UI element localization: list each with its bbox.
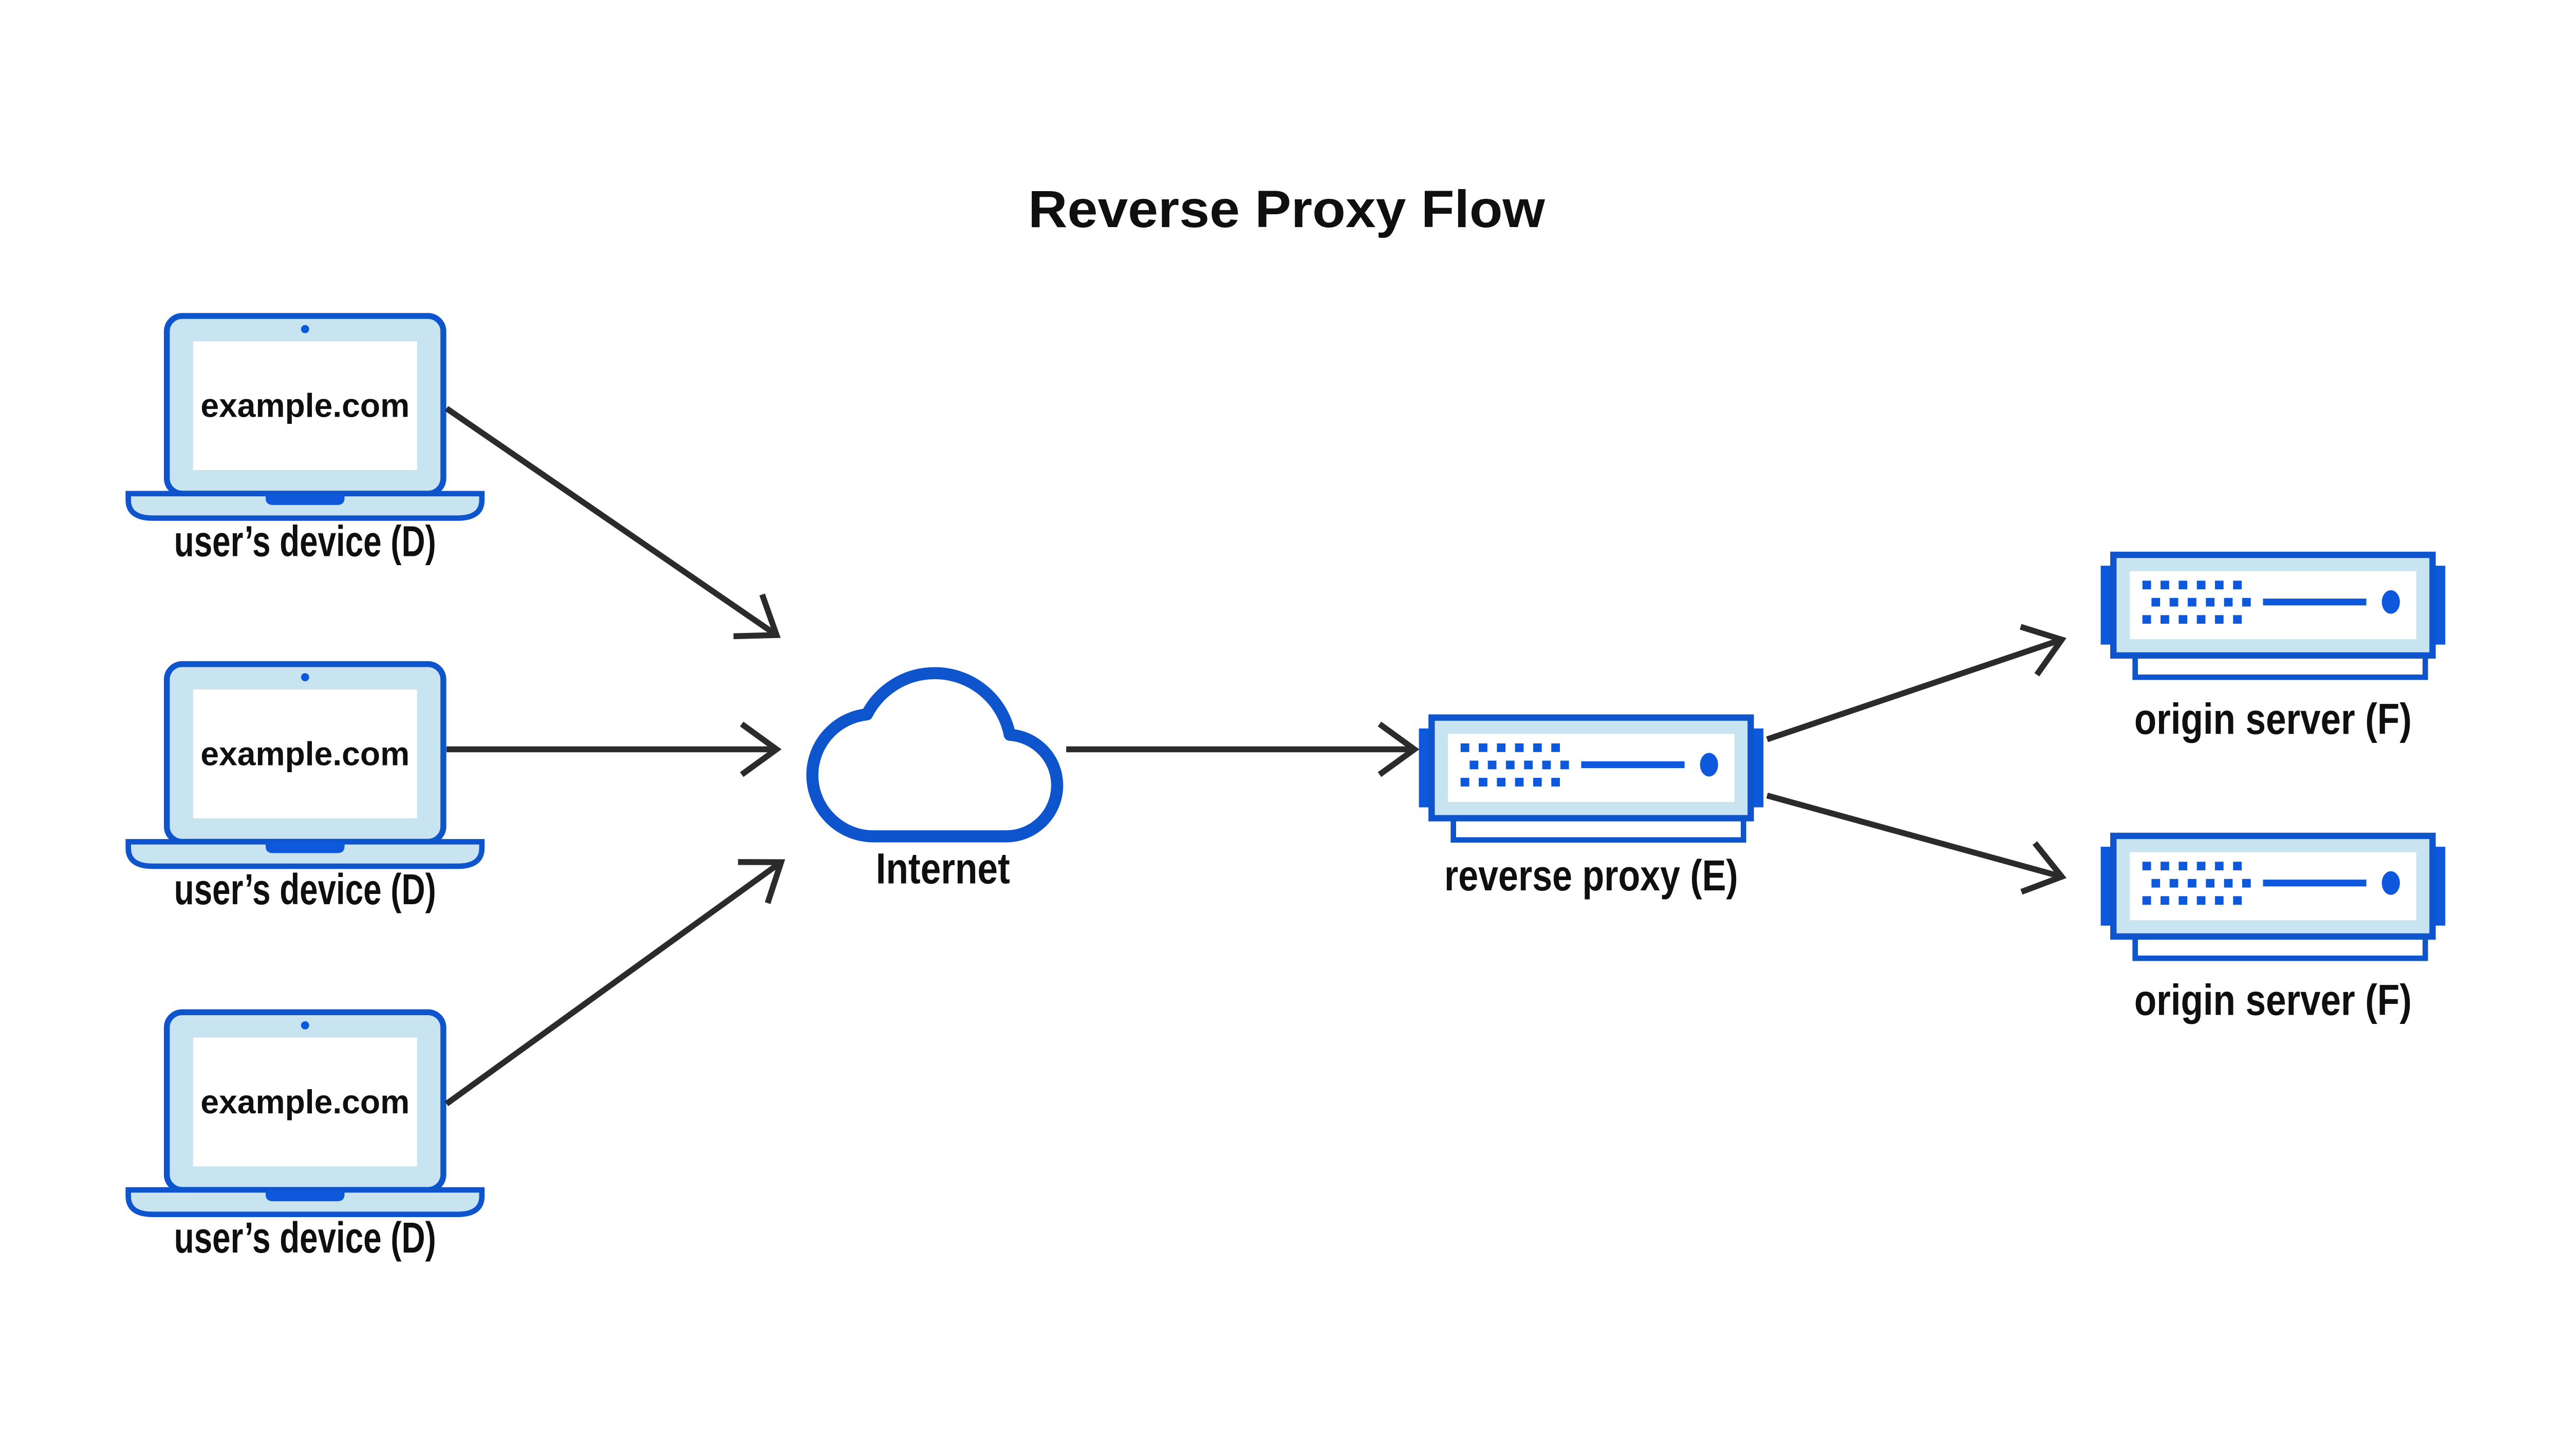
device-label: user’s device (D) [174,517,436,566]
node-user-device-2: example.com user’s device (D) [128,664,482,913]
flow-arrow-user-device-1-to-internet [444,406,778,638]
server-icon [1419,718,1764,840]
flow-arrow-reverse-proxy-to-origin-server-1 [1766,637,2063,742]
node-origin-server-2: origin server (F) [2101,836,2446,1024]
origin-server-label: origin server (F) [2134,694,2412,743]
internet-label: Internet [876,844,1010,893]
arrowhead-icon [733,593,781,640]
reverse-proxy-label: reverse proxy (E) [1444,851,1738,900]
device-screen-text: example.com [200,1083,409,1121]
arrowhead-icon [2019,624,2067,677]
flow-arrow-reverse-proxy-to-origin-server-2 [1766,792,2063,880]
arrowhead-icon [2020,841,2067,895]
arrowhead-icon [740,721,782,777]
flow-arrow-user-device-3-to-internet [444,860,783,1107]
node-user-device-3: example.com user’s device (D) [128,1012,482,1262]
device-screen-text: example.com [200,735,409,772]
cloud-icon [812,673,1057,836]
server-icon [2101,836,2446,958]
device-label: user’s device (D) [174,865,436,913]
device-screen-text: example.com [200,387,409,424]
arrowhead-icon [738,859,786,904]
arrowhead-icon [1377,721,1420,777]
origin-server-label: origin server (F) [2134,975,2412,1024]
node-user-device-1: example.com user’s device (D) [128,316,482,566]
diagram-title: Reverse Proxy Flow [1028,179,1545,238]
device-label: user’s device (D) [174,1213,436,1262]
node-reverse-proxy: reverse proxy (E) [1419,718,1764,900]
node-internet: Internet [812,673,1057,893]
edges-layer [444,406,2067,1107]
node-origin-server-1: origin server (F) [2101,555,2446,743]
server-icon [2101,555,2446,677]
